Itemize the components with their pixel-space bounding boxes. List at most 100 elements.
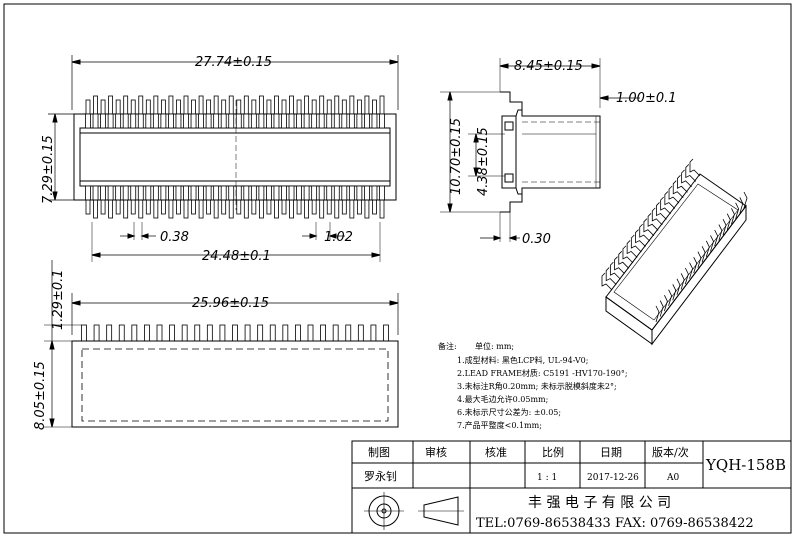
tb-drawn-by: 罗永钊 <box>364 469 397 483</box>
iso-pin-right <box>701 246 706 263</box>
tb-part-number: YQH-158B <box>705 456 786 474</box>
bottom-pin <box>364 199 370 219</box>
front-pin <box>131 324 138 342</box>
bottom-pin <box>251 199 257 215</box>
bottom-pin <box>372 199 377 215</box>
top-view <box>48 55 399 262</box>
iso-pin-right <box>705 240 710 257</box>
bottom-pin <box>334 199 340 219</box>
bottom-pin-pad <box>326 185 333 201</box>
iso-pin-right <box>689 262 693 279</box>
bottom-pin <box>274 199 279 219</box>
front-pin <box>269 324 276 342</box>
front-pin <box>345 324 352 342</box>
note-item: 2.LEAD FRAME材质: C5191 -HV170-190°; <box>457 368 628 378</box>
dim-overall-length: 27.74±0.15 <box>195 55 272 70</box>
top-pin-pad <box>213 113 220 129</box>
dim-side-width: 8.45±0.15 <box>514 59 583 74</box>
iso-pin-right <box>718 224 723 241</box>
bottom-pin-pad <box>107 185 114 201</box>
bottom-pin <box>206 199 212 215</box>
top-pin-pad <box>288 113 295 129</box>
iso-pin-left <box>651 207 663 226</box>
iso-pin-right <box>663 294 668 312</box>
top-pin-pad <box>145 113 152 129</box>
bottom-pin <box>311 199 317 215</box>
bottom-pin <box>85 199 91 215</box>
iso-pin-right <box>714 229 719 247</box>
top-pin-pad <box>198 113 204 129</box>
top-pin-pad <box>100 113 106 129</box>
top-pin <box>123 95 129 115</box>
bottom-pin-pad <box>348 185 355 201</box>
bottom-pin <box>213 199 219 219</box>
bottom-pin <box>243 199 249 219</box>
bottom-pin <box>266 199 272 215</box>
front-pin <box>81 324 87 342</box>
top-pins-upper <box>85 95 385 129</box>
front-view <box>44 260 399 428</box>
top-pin <box>349 95 355 115</box>
top-pin-pad <box>243 113 250 129</box>
tb-date: 2017-12-26 <box>587 473 639 483</box>
top-pin-pad <box>371 113 378 129</box>
top-pin <box>176 99 181 115</box>
top-pin <box>356 99 362 115</box>
bottom-pin-pad <box>341 185 348 201</box>
bottom-pin <box>198 199 204 219</box>
note-item: 4.最大毛边允许0.05mm; <box>457 394 548 404</box>
bottom-pin-pad <box>379 185 385 201</box>
top-pin <box>145 99 151 115</box>
top-pin <box>168 95 174 115</box>
iso-pin-right <box>693 256 698 274</box>
top-pin-pad <box>364 113 370 129</box>
bottom-pin <box>183 199 189 219</box>
iso-pin-left <box>647 213 659 231</box>
top-pin <box>93 95 98 115</box>
dim-pin-stub: 1.29±0.1 <box>51 269 66 330</box>
iso-pin-left <box>689 158 701 177</box>
front-pin <box>118 324 125 342</box>
notes-unit: 单位: mm; <box>475 341 514 351</box>
tb-header-approved: 核准 <box>485 445 507 459</box>
iso-pin-right <box>659 300 664 317</box>
tb-scale: 1 : 1 <box>537 473 557 483</box>
front-pin <box>332 324 339 342</box>
bottom-pin <box>123 199 129 219</box>
iso-pin-right <box>668 289 672 306</box>
isometric-pins <box>601 158 748 323</box>
dim-pin-span: 24.48±0.1 <box>202 249 271 264</box>
note-item: 3.未标注R角0.20mm; 未标示脱模斜度未2°; <box>457 381 617 391</box>
top-pin <box>198 95 204 115</box>
iso-pin-right <box>731 208 735 225</box>
tb-company: 丰 强 电 子 有 限 公 司 <box>528 495 671 511</box>
top-pin-pad <box>356 113 363 129</box>
bottom-pin <box>326 199 332 215</box>
bottom-pin-pad <box>115 185 122 201</box>
iso-pin-right <box>697 251 702 268</box>
bottom-pin <box>379 199 385 219</box>
top-pin-pad <box>303 113 310 129</box>
top-pin <box>130 99 136 115</box>
note-item: 6.未标示尺寸公差为: ±0.05; <box>457 407 561 417</box>
bottom-pin <box>93 199 98 219</box>
top-pins-lower <box>85 185 385 219</box>
top-pin <box>326 99 332 115</box>
front-pin <box>357 324 364 342</box>
bottom-pin <box>304 199 310 219</box>
iso-pin-right <box>710 235 714 252</box>
front-pin <box>181 324 188 342</box>
front-pin <box>370 324 377 342</box>
iso-pin-left <box>664 191 676 209</box>
iso-pin-left <box>668 185 680 204</box>
top-pin-pad <box>115 113 122 129</box>
top-pin-pad <box>273 113 280 129</box>
iso-pin-right <box>672 284 677 301</box>
bottom-pin-pad <box>228 185 235 201</box>
iso-pin-right <box>726 213 731 230</box>
tb-version: A0 <box>666 473 679 483</box>
bottom-pin-pad <box>198 185 204 201</box>
iso-pin-left <box>685 164 697 182</box>
iso-pin-right <box>684 267 689 285</box>
top-pin <box>160 99 166 115</box>
